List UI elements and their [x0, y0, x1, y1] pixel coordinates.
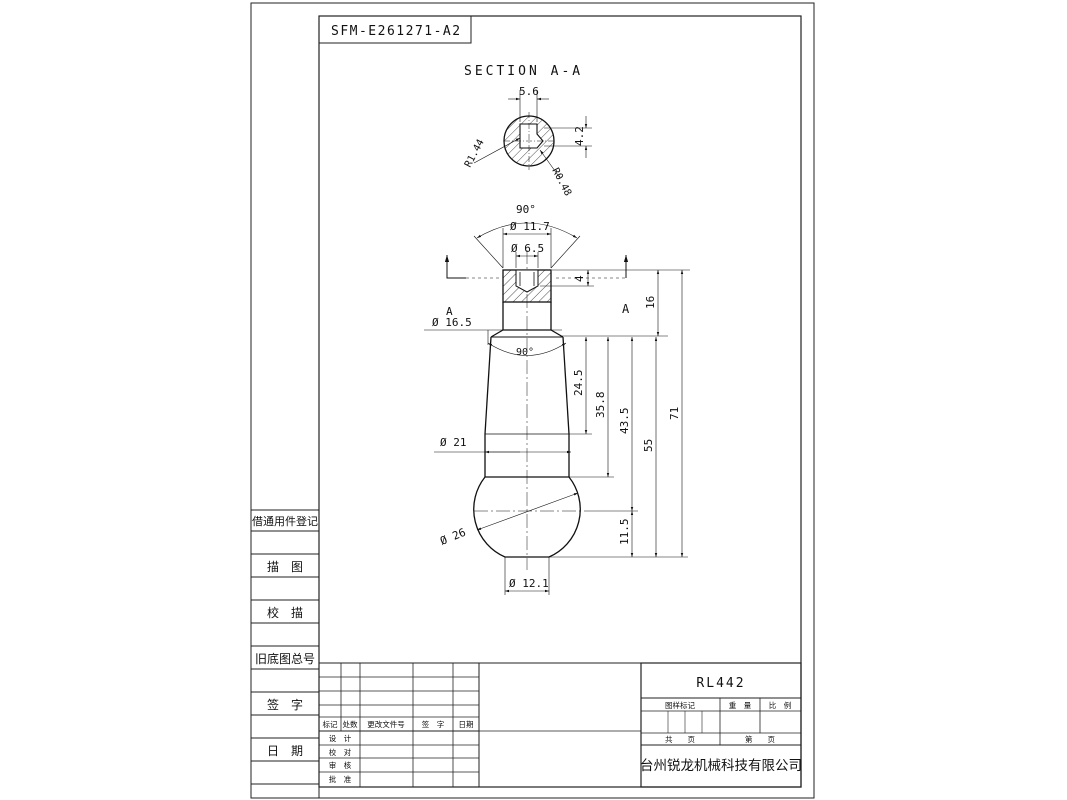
- cut-label-left: A: [446, 305, 453, 318]
- dim-sphere-dia: Ø 26: [438, 526, 467, 548]
- dim-len-16: 16: [644, 296, 657, 309]
- drawing-number: SFM-E261271-A2: [331, 24, 462, 39]
- rev-header-0: 标记: [323, 719, 338, 729]
- rev-role-1: 校 对: [329, 747, 352, 757]
- label-total-pages: 共 页: [665, 735, 695, 744]
- title-middle-block: [478, 662, 642, 788]
- drawing-number-box: [318, 15, 472, 44]
- left-record-column: 借通用件登记 描 图 校 描 旧底图总号 签 字 日 期: [250, 509, 320, 799]
- dim-angle-top: 90°: [516, 203, 536, 216]
- rev-header-3: 签 字: [422, 719, 445, 729]
- rev-header-2: 更改文件号: [367, 719, 405, 729]
- dim-len-35-8: 35.8: [594, 392, 607, 419]
- left-label-5: 日 期: [267, 744, 303, 758]
- head-socket: [515, 269, 539, 293]
- rev-header-4: 日期: [459, 720, 474, 729]
- label-page-num: 第 页: [745, 734, 775, 744]
- cut-label-right: A: [622, 302, 630, 316]
- dim-dia-6-5: Ø 6.5: [511, 242, 544, 255]
- dim-dia-11-7: Ø 11.7: [510, 220, 550, 233]
- dim-5-6: 5.6: [519, 85, 539, 98]
- left-label-3: 旧底图总号: [255, 651, 315, 666]
- outer-border: [250, 2, 815, 799]
- title-block: RL442 图样标记 重 量 比 例 共 页 第 页 台州锐龙机械科技有限公司: [640, 662, 802, 788]
- rev-role-3: 批 准: [329, 774, 352, 784]
- dim-depth-4: 4: [573, 275, 586, 282]
- dim-len-71: 71: [668, 407, 681, 420]
- company-name: 台州锐龙机械科技有限公司: [640, 758, 802, 774]
- left-label-0: 借通用件登记: [252, 514, 318, 528]
- section-title: SECTION A-A: [464, 64, 583, 79]
- dim-len-55: 55: [642, 439, 655, 452]
- dim-len-11-5: 11.5: [618, 519, 631, 546]
- dim-r0-48: R0.48: [549, 166, 573, 198]
- rev-role-2: 审 核: [329, 760, 352, 770]
- left-label-2: 校 描: [267, 605, 303, 620]
- dim-dia-12-1: Ø 12.1: [509, 577, 549, 590]
- inner-border: [318, 15, 802, 788]
- dim-4-2: 4.2: [573, 126, 586, 146]
- label-scale: 比 例: [769, 700, 792, 710]
- label-stage-mark: 图样标记: [665, 700, 695, 710]
- dim-dia-21: Ø 21: [440, 436, 467, 449]
- part-name: RL442: [696, 676, 745, 691]
- label-weight: 重 量: [729, 701, 752, 710]
- part-view: 90° Ø 11.7 Ø 6.5 A A 4 16: [424, 203, 690, 595]
- dim-dia-16-5: Ø 16.5: [432, 316, 472, 329]
- dim-r1-44: R1.44: [463, 138, 487, 170]
- rev-role-0: 设 计: [329, 733, 352, 743]
- rev-header-1: 处数: [343, 719, 358, 729]
- dim-len-24-5: 24.5: [572, 370, 585, 397]
- dim-angle-mid: 90°: [516, 347, 534, 358]
- dim-len-43-5: 43.5: [618, 408, 631, 435]
- section-view: SECTION A-A 5.6 4.2 R1.44 R0.48: [463, 64, 592, 198]
- revision-table: 标记 处数 更改文件号 签 字 日期 设 计 校 对 审 核 批 准: [318, 662, 480, 788]
- left-label-1: 描 图: [267, 560, 303, 574]
- left-label-4: 签 字: [267, 697, 303, 712]
